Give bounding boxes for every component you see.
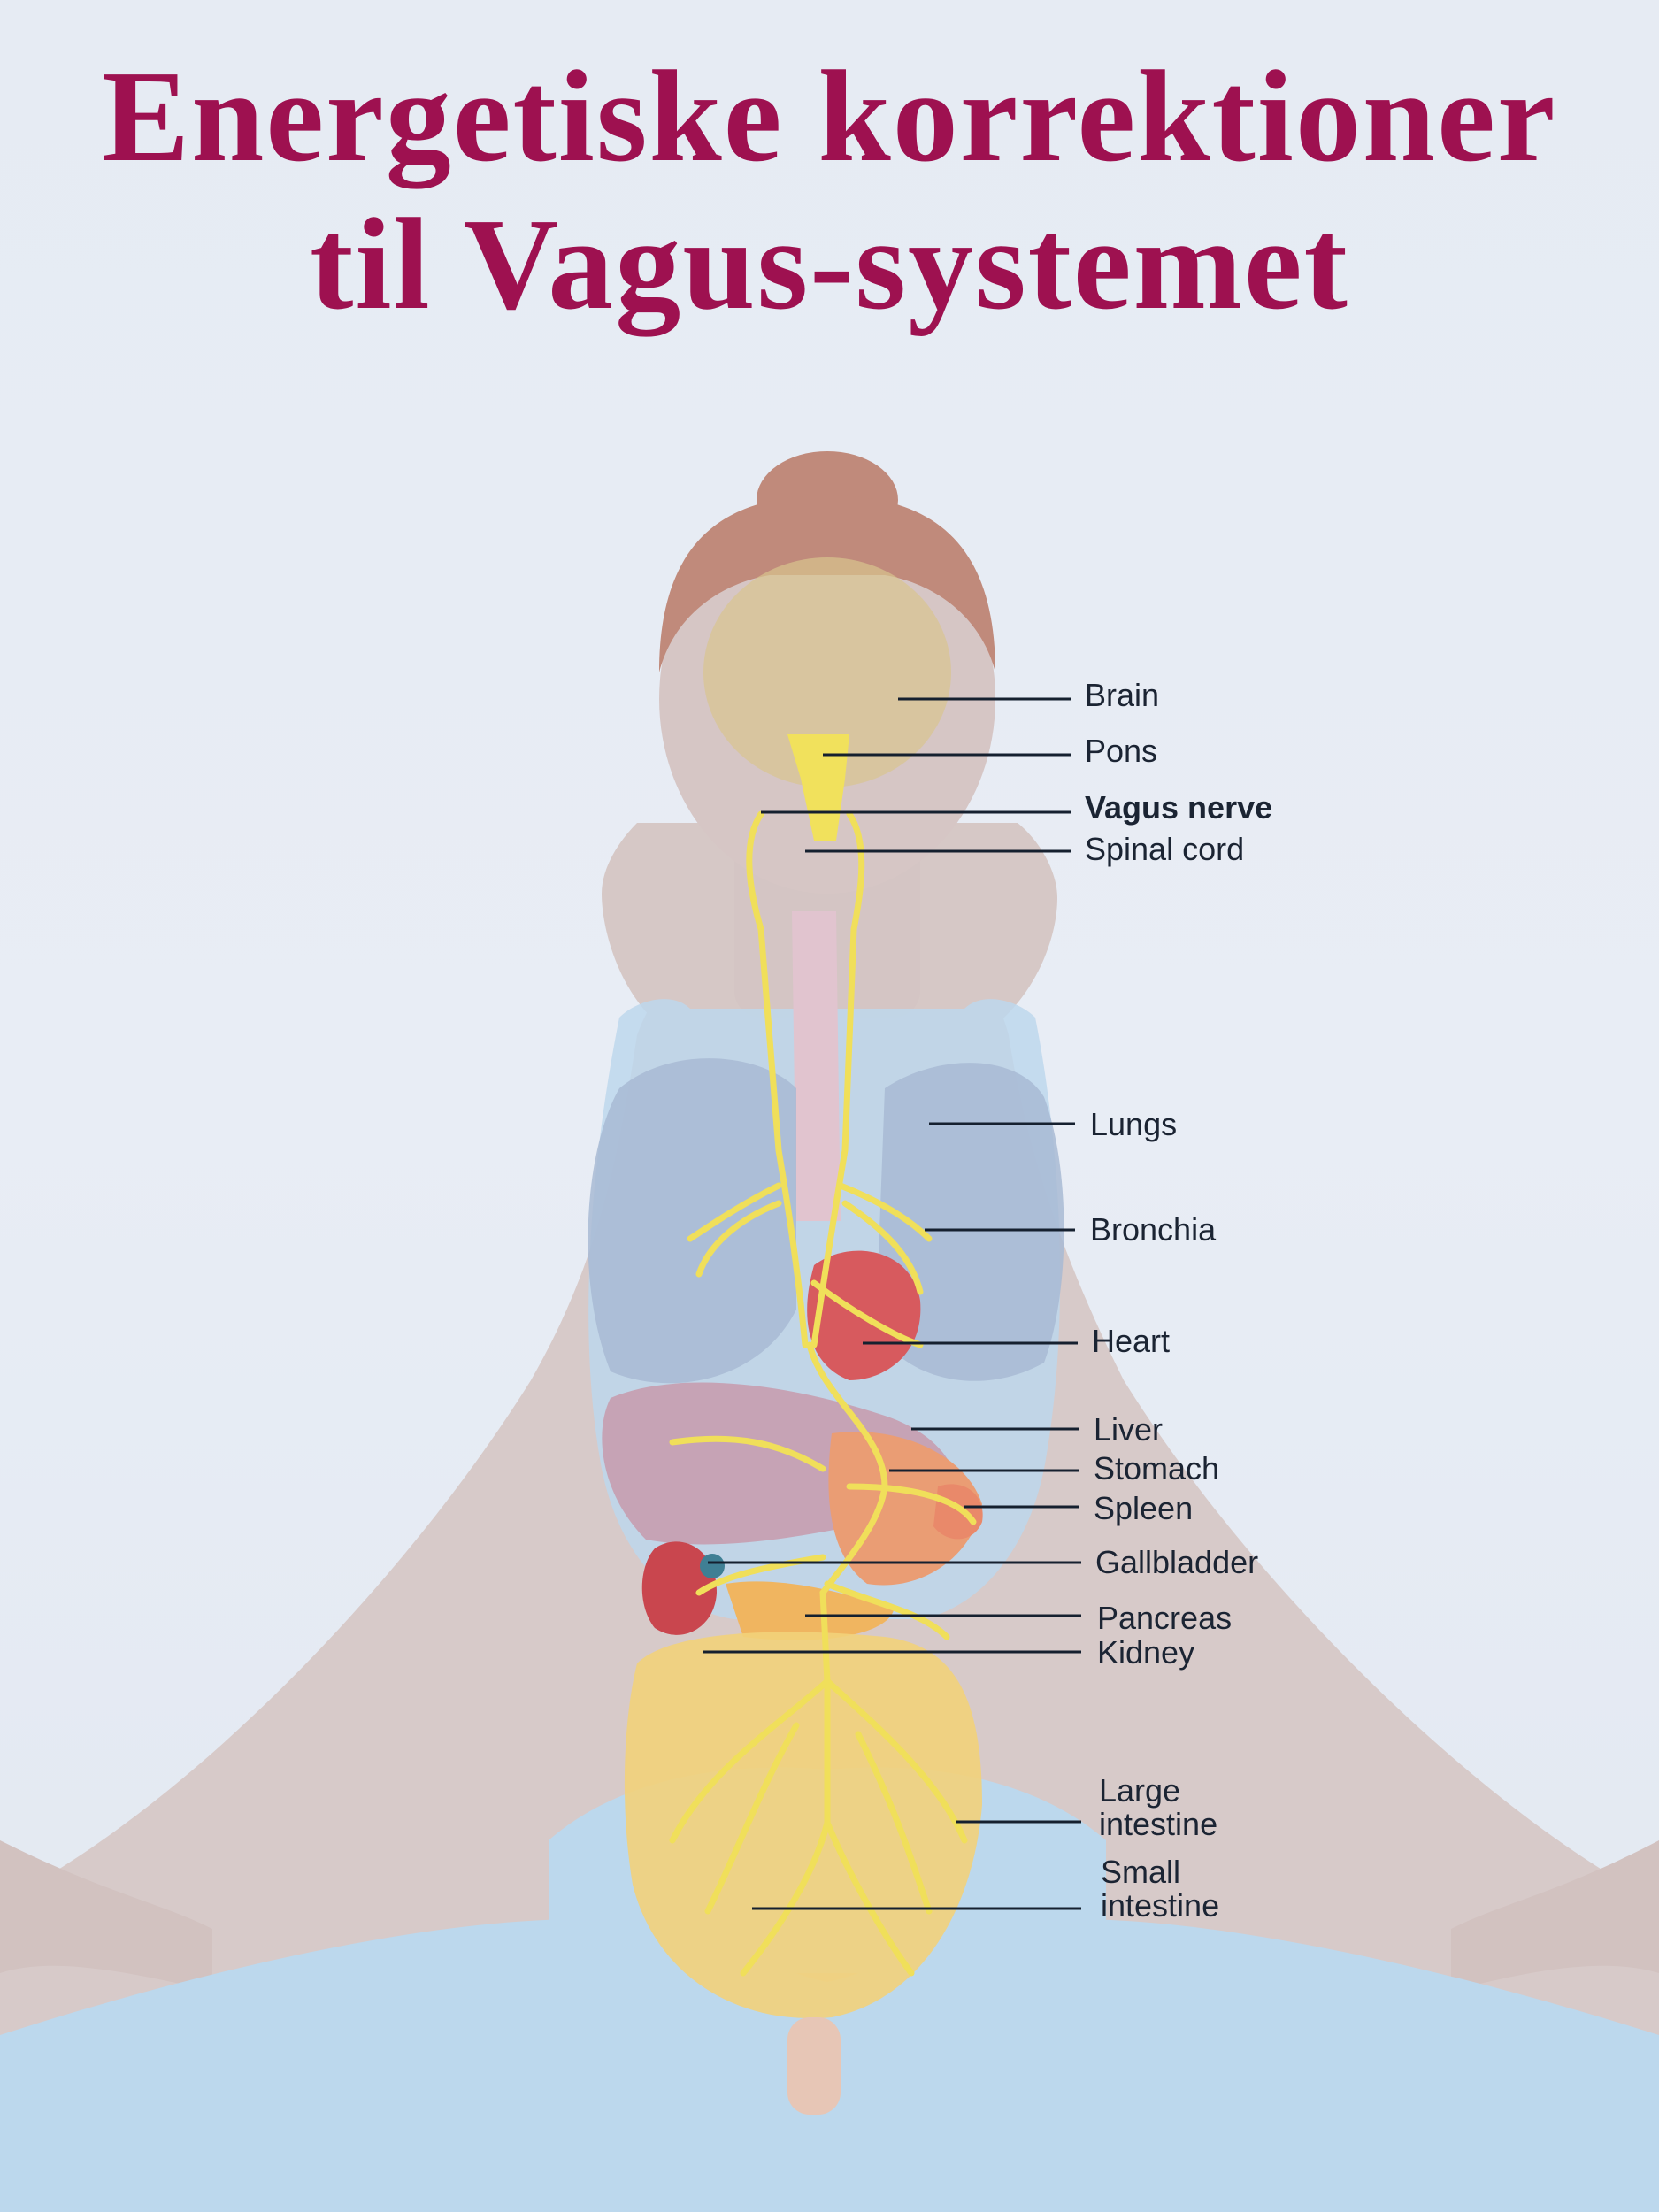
label-liver: Liver [1094, 1411, 1163, 1448]
lungs-left [588, 1058, 796, 1384]
label-heart: Heart [1092, 1323, 1170, 1359]
label-vagus-nerve: Vagus nerve [1085, 789, 1272, 826]
label-small-intestine-line-1: Small [1101, 1854, 1180, 1890]
pancreas-shape [726, 1581, 894, 1640]
label-spinal-cord: Spinal cord [1085, 831, 1244, 867]
label-brain: Brain [1085, 677, 1159, 713]
brain-shape [703, 557, 951, 787]
label-large-intestine-line-2: intestine [1099, 1806, 1217, 1842]
label-pons: Pons [1085, 733, 1157, 769]
label-gallbladder: Gallbladder [1095, 1544, 1258, 1580]
pons-shape [787, 734, 849, 841]
label-small-intestine-line-2: intestine [1101, 1887, 1219, 1924]
label-kidney: Kidney [1097, 1634, 1194, 1671]
label-lungs: Lungs [1090, 1106, 1177, 1142]
trachea-shape [792, 911, 841, 1221]
title-line-2: til Vagus-systemet [310, 192, 1349, 337]
organ-labels: Brain Pons Vagus nerve Spinal cord Lungs… [1085, 677, 1272, 1924]
title-line-1: Energetiske korrektioner [102, 44, 1557, 189]
rectum-shape [787, 2017, 841, 2115]
lungs-right [876, 1063, 1064, 1381]
label-pancreas: Pancreas [1097, 1600, 1232, 1636]
intestines-shape [624, 1632, 982, 2019]
leader-lines [703, 697, 1081, 1910]
label-spleen: Spleen [1094, 1490, 1193, 1526]
kidney-shape [641, 1541, 717, 1635]
label-large-intestine-line-1: Large [1099, 1772, 1180, 1809]
gallbladder-shape [700, 1554, 725, 1578]
label-stomach: Stomach [1094, 1450, 1219, 1486]
organs [588, 557, 1064, 2115]
label-bronchia: Bronchia [1090, 1211, 1217, 1248]
